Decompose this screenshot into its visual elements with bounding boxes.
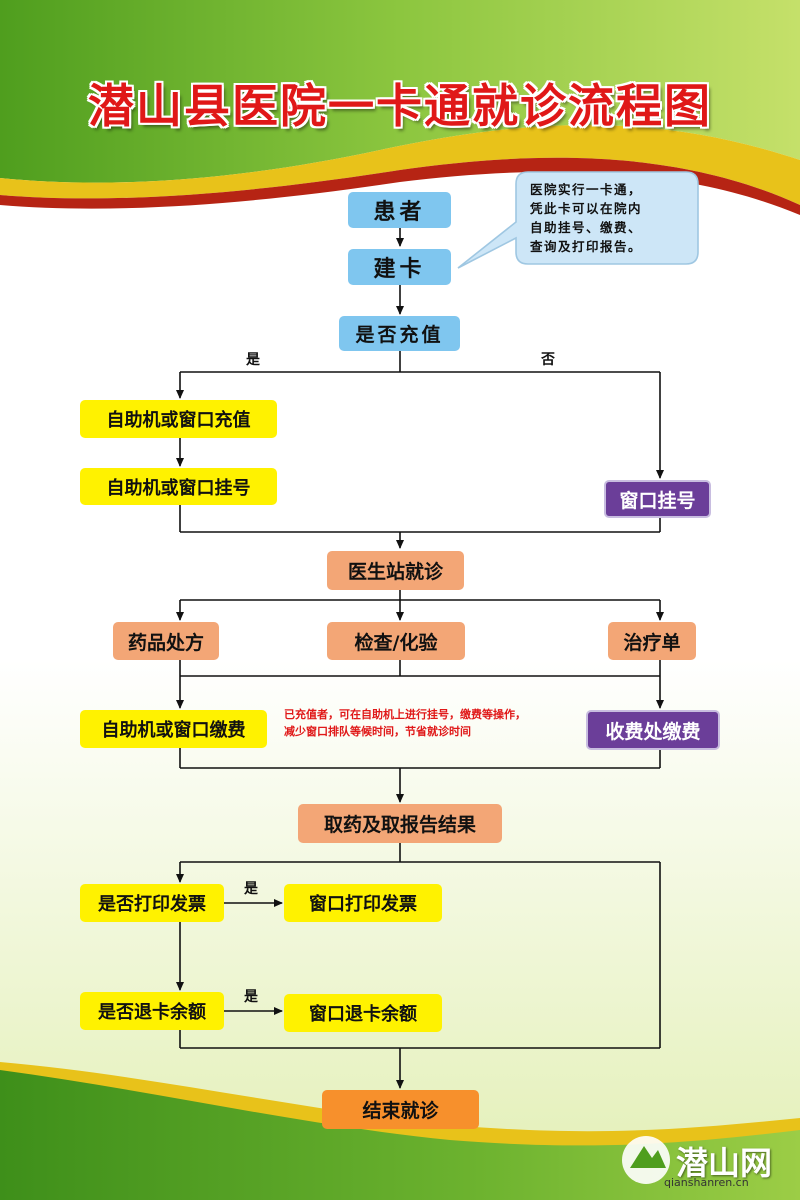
node-window-register: 窗口挂号 — [604, 480, 711, 518]
node-recharge-question: 是否充值 — [339, 316, 460, 351]
node-exam: 检查/化验 — [327, 622, 465, 660]
node-pickup: 取药及取报告结果 — [298, 804, 502, 843]
node-end: 结束就诊 — [322, 1090, 479, 1129]
bubble-line: 医院实行一卡通， — [530, 182, 643, 197]
page-title: 潜山县医院一卡通就诊流程图 — [88, 79, 712, 133]
node-doctor: 医生站就诊 — [327, 551, 464, 590]
bubble-line: 凭此卡可以在院内 — [530, 201, 643, 216]
node-self-register: 自助机或窗口挂号 — [80, 468, 277, 505]
note-text: 已充值者，可在自助机上进行挂号，缴费等操作， 减少窗口排队等候时间，节省就诊时间 — [284, 706, 526, 740]
note-line: 减少窗口排队等候时间，节省就诊时间 — [284, 725, 471, 738]
note-line: 已充值者，可在自助机上进行挂号，缴费等操作， — [284, 708, 526, 721]
logo-url: qianshanren.cn — [664, 1176, 749, 1189]
label-yes: 是 — [244, 989, 258, 1005]
node-refund-window: 窗口退卡余额 — [284, 994, 442, 1032]
node-drug-prescription: 药品处方 — [113, 622, 219, 660]
node-self-pay: 自助机或窗口缴费 — [80, 710, 267, 748]
node-treatment: 治疗单 — [608, 622, 696, 660]
label-yes: 是 — [246, 352, 260, 368]
node-cashier: 收费处缴费 — [586, 710, 720, 750]
info-bubble: 医院实行一卡通， 凭此卡可以在院内 自助挂号、缴费、 查询及打印报告。 — [530, 180, 690, 256]
bubble-line: 查询及打印报告。 — [530, 239, 643, 254]
node-card: 建卡 — [348, 249, 451, 285]
logo-name: 潜山网 — [676, 1144, 773, 1182]
label-no: 否 — [541, 352, 555, 368]
node-refund-question: 是否退卡余额 — [80, 992, 224, 1030]
label-yes: 是 — [244, 881, 258, 897]
node-patient: 患者 — [348, 192, 451, 228]
node-print-question: 是否打印发票 — [80, 884, 224, 922]
node-print-window: 窗口打印发票 — [284, 884, 442, 922]
node-self-recharge: 自助机或窗口充值 — [80, 400, 277, 438]
bubble-line: 自助挂号、缴费、 — [530, 220, 643, 235]
